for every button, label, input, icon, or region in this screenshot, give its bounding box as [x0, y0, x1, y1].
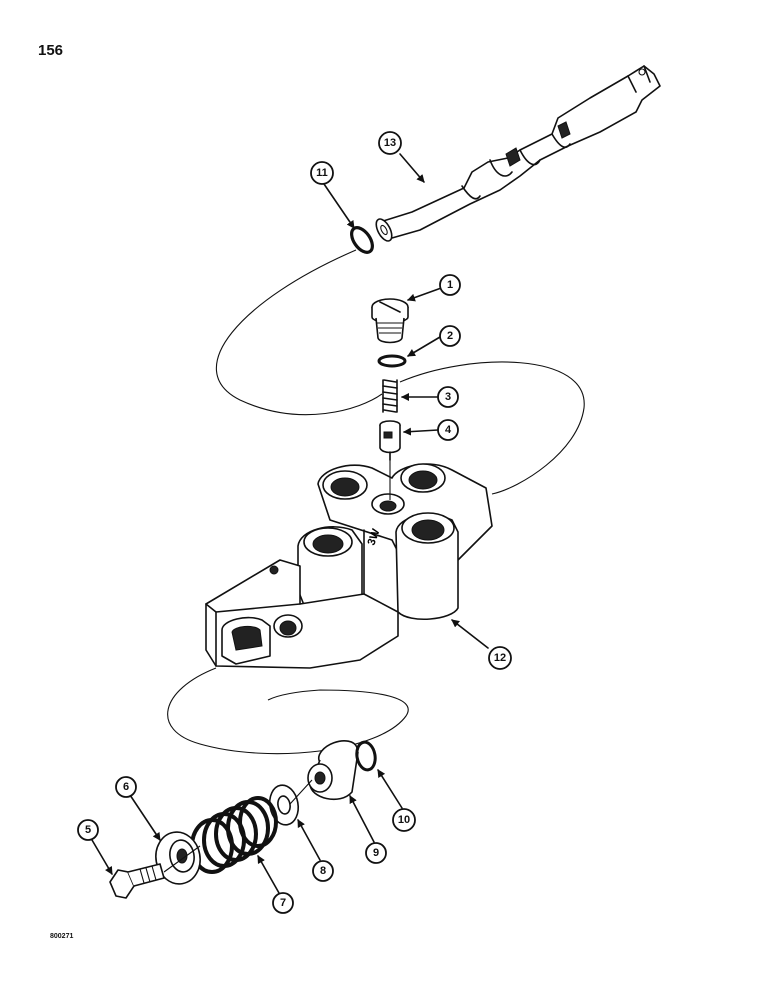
callout-7-label: 7 [280, 897, 286, 909]
callout-11-label: 11 [316, 167, 328, 179]
callout-4: 4 [437, 419, 459, 441]
o-ring-10 [355, 740, 377, 772]
callout-9: 9 [365, 842, 387, 864]
valve-body: 3W [205, 463, 493, 669]
callout-13-label: 13 [384, 137, 396, 149]
page-number: 156 [38, 42, 64, 59]
plug [371, 298, 409, 344]
spring-3 [382, 379, 398, 413]
callout-12: 12 [488, 646, 512, 670]
bolt-5 [109, 863, 165, 899]
callout-5-label: 5 [85, 824, 91, 836]
svg-text:3W: 3W [366, 527, 383, 547]
callout-6: 6 [115, 776, 137, 798]
callout-7: 7 [272, 892, 294, 914]
bolt-axis-line [163, 845, 201, 873]
callout-1-label: 1 [447, 279, 453, 291]
callout-9-label: 9 [373, 847, 379, 859]
callout-13: 13 [378, 131, 402, 155]
callout-4-label: 4 [445, 424, 452, 436]
spool [375, 65, 661, 242]
callout-8-label: 8 [320, 865, 326, 877]
callout-10: 10 [392, 808, 416, 832]
callout-5: 5 [77, 819, 99, 841]
callout-3-label: 3 [445, 391, 451, 403]
spring-seat-6 [155, 831, 201, 885]
callout-12-label: 12 [494, 652, 506, 664]
callout-1: 1 [439, 274, 461, 296]
washer-axis-line [289, 779, 313, 805]
callout-leaders [91, 153, 489, 894]
seal-ring-2 [377, 354, 407, 368]
callout-2: 2 [439, 325, 461, 347]
callout-8: 8 [312, 860, 334, 882]
poppet-4 [379, 420, 401, 461]
spring-7 [190, 796, 278, 874]
drawing-id: 800271 [50, 933, 74, 940]
assembly-guide-lines [167, 249, 585, 755]
callout-2-label: 2 [447, 330, 453, 342]
callout-3: 3 [437, 386, 459, 408]
callout-10-label: 10 [398, 814, 410, 826]
end-cap-9 [307, 740, 359, 801]
callout-11: 11 [310, 161, 334, 185]
callout-6-label: 6 [123, 781, 129, 793]
